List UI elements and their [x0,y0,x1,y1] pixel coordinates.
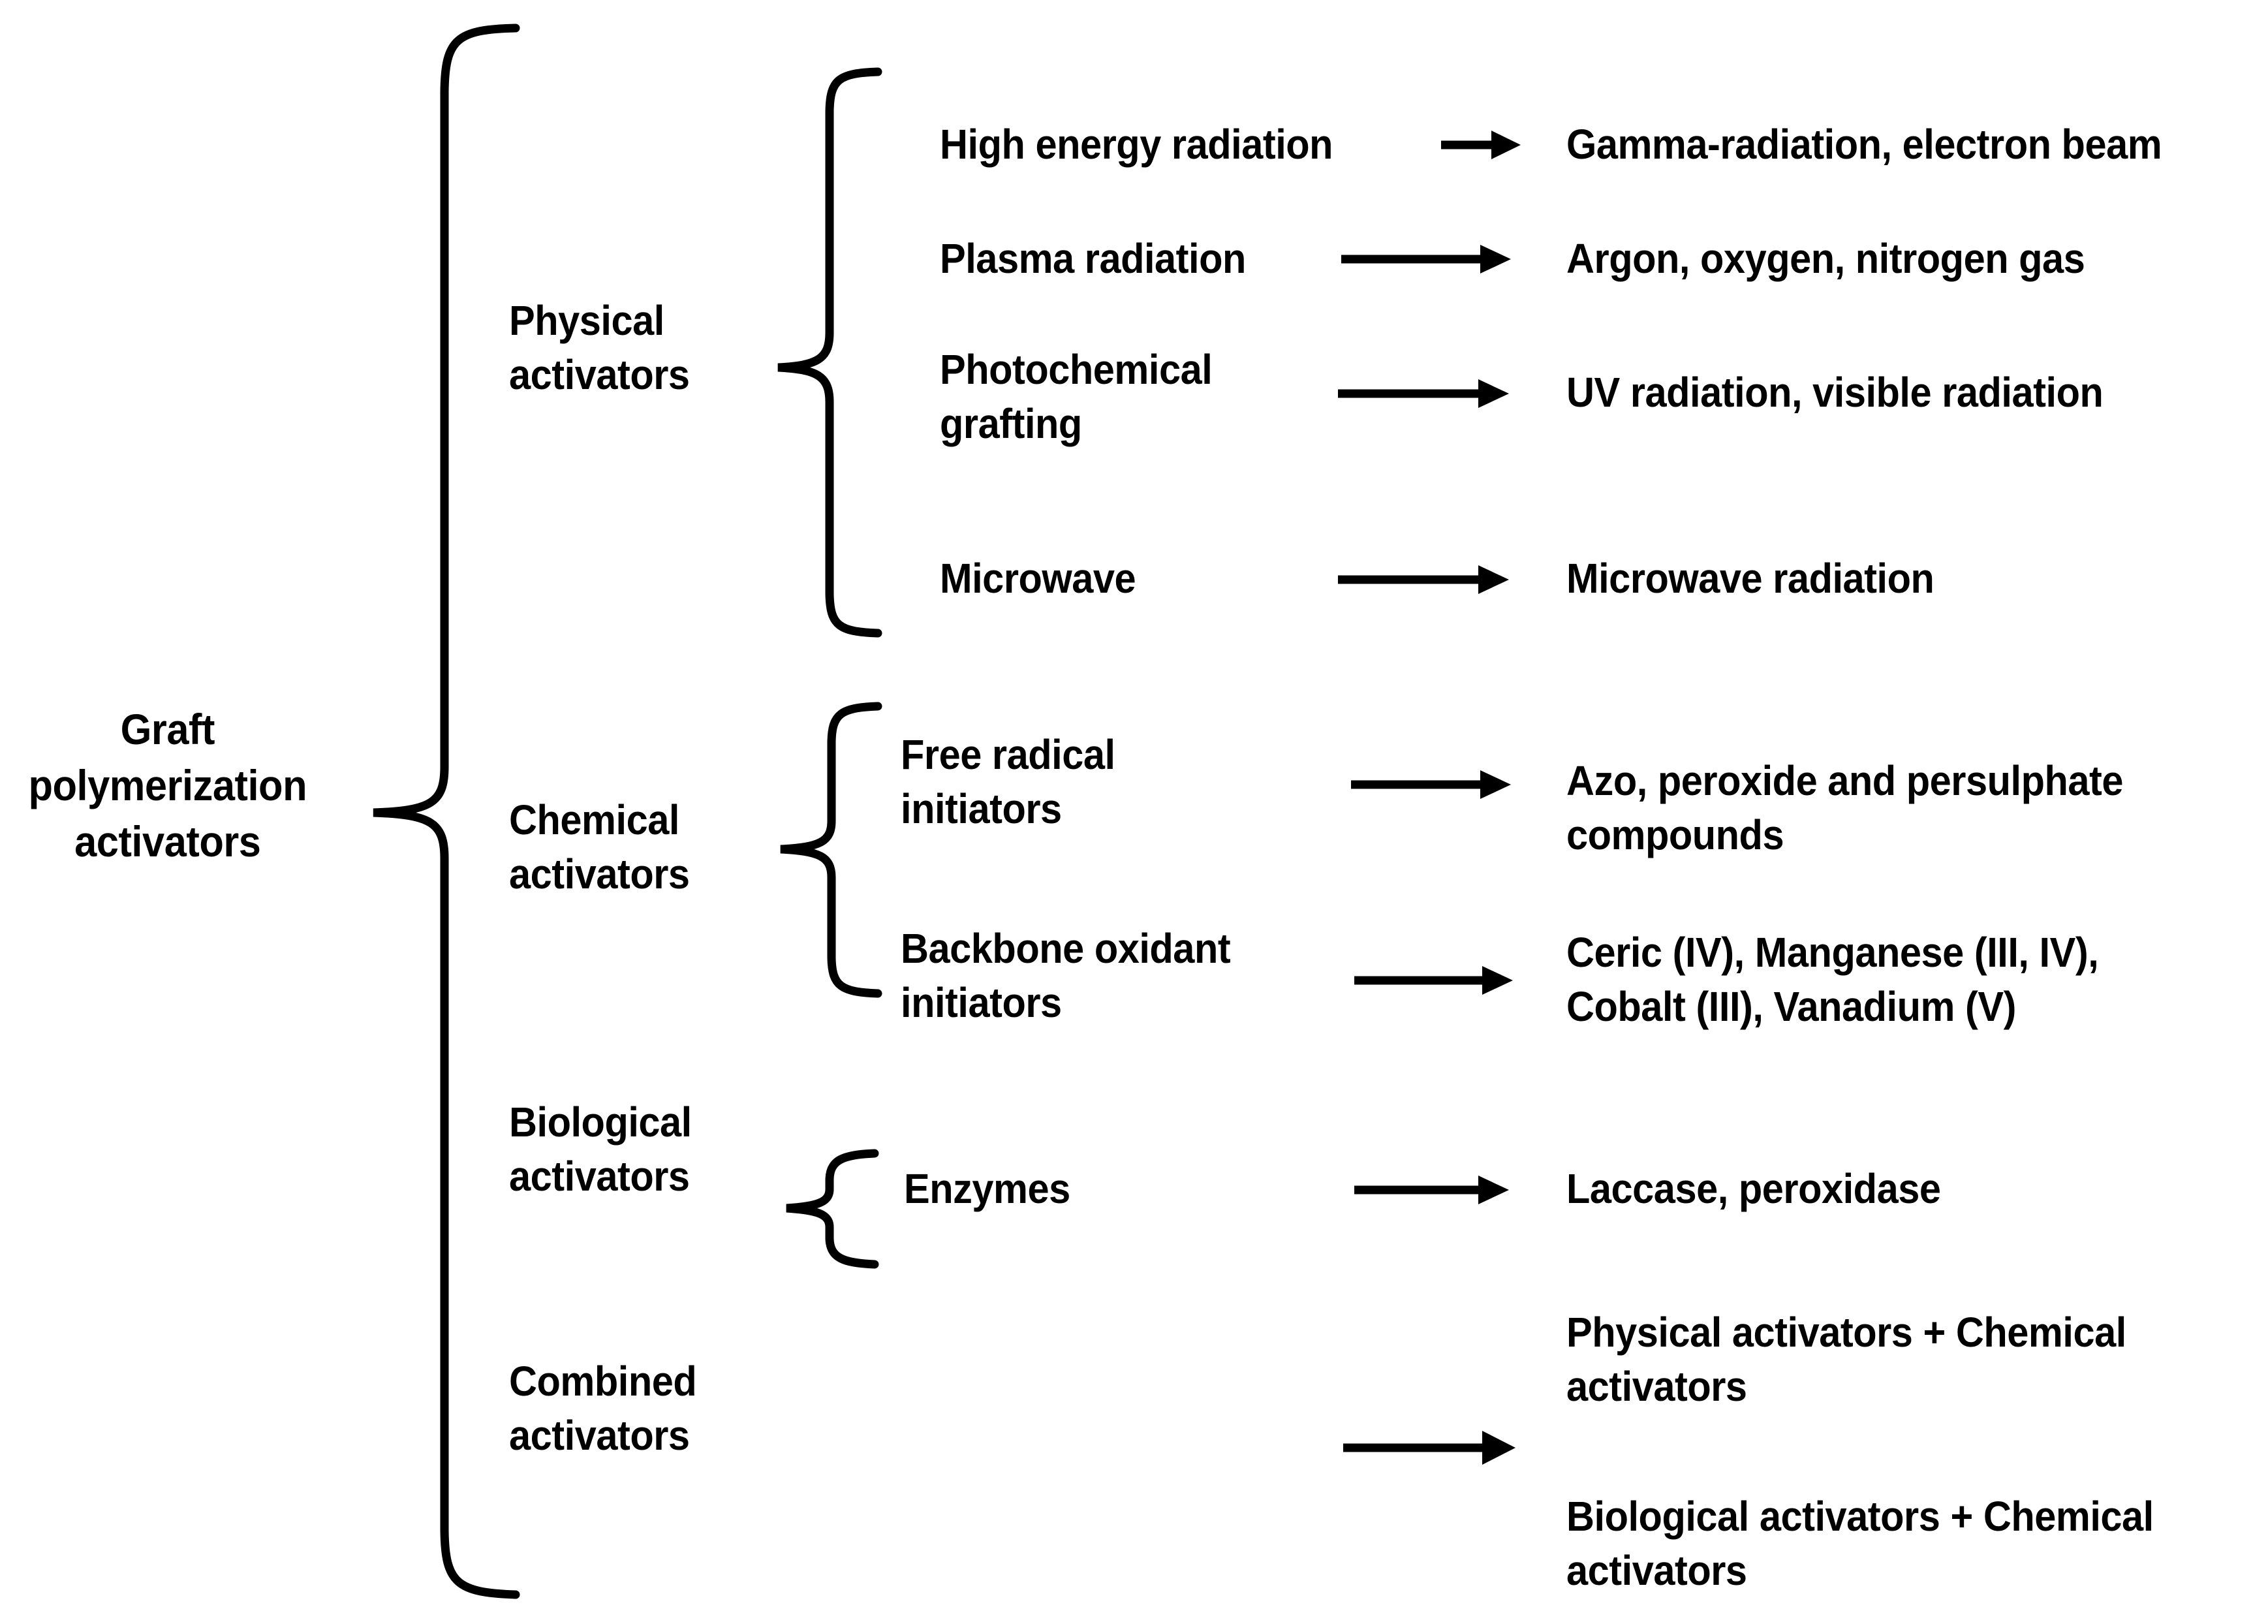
chemical-brace [780,702,882,998]
item-label-high-energy-radiation: High energy radiation [940,121,1333,168]
physical-brace [777,67,882,638]
item-label-enzymes: Enzymes [904,1165,1070,1212]
examples-backbone-oxidant-initiators: Ceric (IV), Manganese (III, IV), Cobalt … [1566,929,2099,1031]
item-label-photochemical-grafting: Photochemical grafting [940,346,1213,448]
examples-plasma-radiation: Argon, oxygen, nitrogen gas [1566,235,2085,282]
category-label-chemical: Chemical activators [509,796,690,898]
examples-photochemical-grafting: UV radiation, visible radiation [1566,369,2104,416]
biological-brace [786,1149,879,1269]
examples-free-radical-initiators: Azo, peroxide and persulphate compounds [1566,757,2124,859]
arrow-group [1338,131,1521,1465]
category-label-biological: Biological activators [509,1099,692,1200]
category-label-combined: Combined activators [509,1358,697,1460]
root-brace [373,23,520,1599]
item-label-backbone-oxidant-initiators: Backbone oxidant initiators [901,925,1231,1027]
item-label-free-radical-initiators: Free radical initiators [901,731,1115,833]
examples-microwave: Microwave radiation [1566,555,1934,602]
item-label-microwave: Microwave [940,555,1136,602]
category-label-physical: Physical activators [509,297,690,399]
root-label: Graft polymerization activators [28,705,307,866]
examples-combined-physical-chemical: Physical activators + Chemical activator… [1566,1309,2126,1411]
examples-high-energy-radiation: Gamma-radiation, electron beam [1566,121,2162,168]
item-label-plasma-radiation: Plasma radiation [940,235,1246,282]
examples-enzymes: Laccase, peroxidase [1566,1165,1941,1212]
examples-combined-biological-chemical: Biological activators + Chemical activat… [1566,1493,2154,1595]
